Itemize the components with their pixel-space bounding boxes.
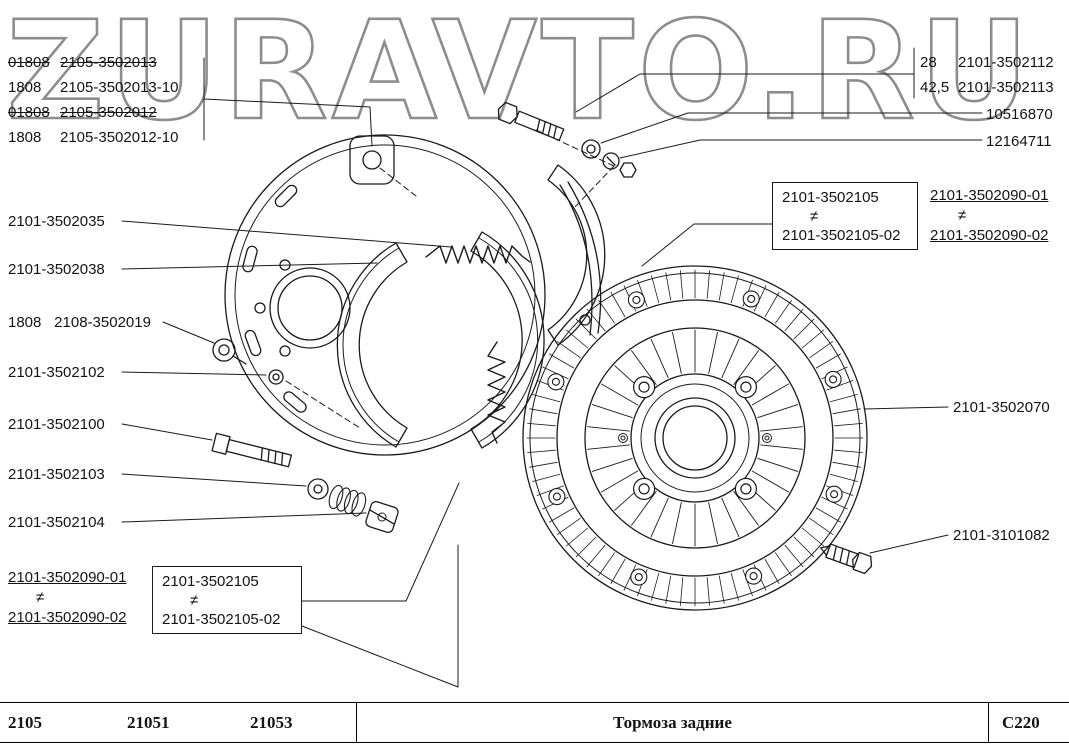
footer-section-title: Тормоза задние (357, 703, 989, 742)
part-label: 1808 2105-3502012-10 (8, 125, 178, 150)
label-bolt: 2101-3502100 (8, 416, 105, 433)
label-shoe-front: 2101-3502038 (8, 261, 105, 278)
part-number: 2101-3502105-02 (162, 611, 281, 628)
label-stud: 2101-3101082 (953, 527, 1050, 544)
label-drum: 2101-3502070 (953, 399, 1050, 416)
part-qty: 42,5 (920, 78, 950, 96)
backing-plate (224, 134, 546, 456)
rear-shoe-lever (547, 164, 606, 346)
part-qty: 28 (920, 53, 937, 71)
not-interchangeable-sign: ≠ (810, 208, 819, 225)
label-spring-upper: 2101-3502035 (8, 213, 105, 230)
part-qty: 1808 (8, 78, 42, 96)
label-box-shoe-set-left: 2101-3502105 ≠ 2101-3502105-02 (152, 566, 302, 634)
drum-hatch-ring (526, 269, 864, 607)
washer (581, 139, 601, 159)
part-number: 2105-3502012-10 (60, 128, 179, 146)
coil-spring (328, 484, 367, 517)
part-number: 2101-3502105 (782, 189, 879, 206)
brake-drum (522, 265, 868, 611)
footer-page-code: C220 (1002, 712, 1040, 732)
part-label: 01808 2105-3502012 (8, 100, 178, 125)
drum-spokes (587, 329, 803, 547)
lock-washer (602, 152, 620, 170)
model-number: 21051 (127, 712, 170, 732)
model-number: 2105 (8, 712, 42, 732)
label-box-shoe-set-right: 2101-3502105 ≠ 2101-3502105-02 (772, 182, 918, 250)
part-number: 2101-3502113 (958, 78, 1054, 96)
watermark-text: ZURAVTO.RU (6, 0, 1033, 151)
watermark: ZURAVTO.RU (5, 0, 1033, 152)
part-number: 2108-3502019 (54, 314, 151, 331)
label-pin: 1808 2108-3502019 (8, 313, 151, 333)
label-spring-cup: 2101-3502103 (8, 466, 105, 483)
part-qty: 1808 (8, 128, 42, 146)
part-number: 2105-3502012 (60, 103, 157, 121)
part-qty: 01808 (8, 103, 50, 121)
adjuster-piston (365, 500, 399, 534)
part-number: 2101-3502090-02 (930, 227, 1049, 244)
wheel-bolt-holes (632, 376, 758, 500)
cup-washer (307, 478, 329, 500)
hold-down-washer (268, 369, 284, 385)
mounting-bolt (497, 101, 565, 141)
part-number: 2105-3502013-10 (60, 78, 179, 96)
part-label: 1808 2105-3502013-10 (8, 75, 178, 100)
model-number: 21053 (250, 712, 293, 732)
footer-models-cell: 2105 21051 21053 (0, 703, 357, 742)
part-number: 2101-3502090-02 (8, 609, 127, 626)
part-number: 2105-3502013 (60, 53, 157, 71)
not-interchangeable-sign: ≠ (190, 592, 199, 609)
part-number: 2101-3502105-02 (782, 227, 901, 244)
label-group-shoe-kits: 01808 2105-3502013 1808 2105-3502013-10 … (8, 50, 178, 150)
label-nut: 12164711 (986, 133, 1052, 150)
label-washer-pin: 2101-3502102 (8, 364, 105, 381)
return-springs (425, 245, 531, 444)
part-number: 2101-3502105 (162, 573, 259, 590)
part-qty: 01808 (8, 53, 50, 71)
assembly-dashes (285, 129, 615, 429)
part-number: 2101-3502090-01 (8, 569, 127, 586)
label-washer: 10516870 (986, 106, 1053, 123)
drum-holes (547, 290, 843, 586)
label-group-bolt-specs: 28 2101-3502112 42,5 2101-3502113 (920, 50, 1054, 100)
part-qty: 1808 (8, 314, 42, 331)
label-piston: 2101-3502104 (8, 514, 105, 531)
not-interchangeable-sign: ≠ (36, 589, 45, 606)
adjuster-bolt (211, 432, 293, 468)
footer-table: 2105 21051 21053 Тормоза задние C220 (0, 702, 1069, 743)
label-group-variants-left: 2101-3502090-01 ≠ 2101-3502090-02 (8, 568, 126, 628)
hub-small-holes (618, 433, 772, 443)
part-number: 2101-3502112 (958, 53, 1054, 71)
leader-lines (121, 47, 983, 688)
brake-shoes (336, 231, 545, 449)
wheel-stud (820, 543, 873, 575)
part-label: 42,5 2101-3502113 (920, 75, 1054, 100)
part-label: 01808 2105-3502013 (8, 50, 178, 75)
label-group-variants-right: 2101-3502090-01 ≠ 2101-3502090-02 (930, 186, 1048, 246)
part-number: 2101-3502090-01 (930, 187, 1049, 204)
nut (619, 162, 637, 178)
spring-cup-pin (212, 338, 247, 365)
part-label: 28 2101-3502112 (920, 50, 1054, 75)
not-interchangeable-sign: ≠ (958, 207, 967, 224)
